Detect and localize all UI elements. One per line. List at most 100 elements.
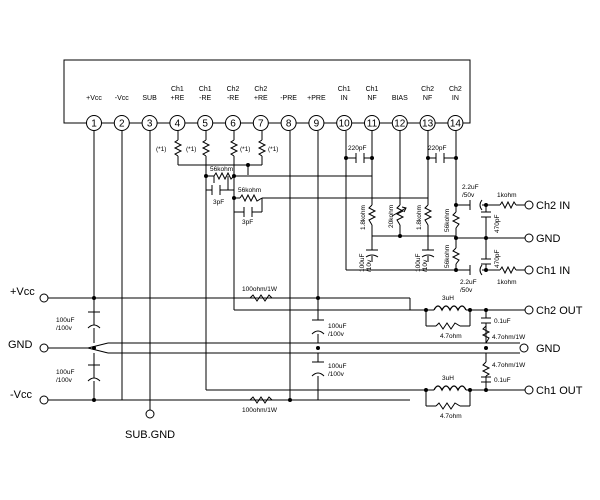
label-c220-a: 220pF (348, 145, 366, 152)
pin-circle (391, 115, 408, 131)
label-star7: (*1) (268, 146, 278, 153)
label-star4: (*1) (156, 146, 166, 153)
label-r18k-a: 1.8kohm (360, 205, 367, 230)
label-r1k-a: 1kohm (497, 192, 517, 199)
label-cps1: 100uF (56, 317, 74, 324)
pin-number: 8 (286, 119, 292, 130)
label-cps3: 100uF (328, 323, 346, 330)
label-c22-a2: /50v (462, 192, 475, 199)
label-c3pf-a: 3pF (213, 199, 224, 206)
label-c220-b: 220pF (428, 145, 446, 152)
label-c100-a: 100uF (359, 254, 366, 272)
pin-label-sub: IN (341, 95, 348, 102)
pin-number: 5 (202, 119, 208, 130)
pin-label: Ch1 (171, 86, 184, 93)
label-l-b: 3uH (442, 375, 454, 382)
label-cps4: 100uF (328, 363, 346, 370)
label-c22-b: 2.2uF (460, 279, 477, 286)
label-c22-a: 2.2uF (462, 184, 479, 191)
label-r1k-b: 1kohm (497, 279, 517, 286)
label-l-a: 3uH (442, 295, 454, 302)
label-c22-b2: /50v (460, 287, 473, 294)
label-c100-b: 100uF (415, 254, 422, 272)
pin-label: +Vcc (86, 95, 102, 102)
label-cps2b: /100v (56, 377, 73, 384)
label-r100-top: 100ohm/1W (242, 286, 278, 293)
components (87, 139, 517, 410)
junction-dots (92, 156, 488, 402)
pin-label: Ch1 (199, 86, 212, 93)
pin-12: 12 BIAS (391, 95, 408, 131)
pin-label-sub: +RE (254, 95, 268, 102)
label-c100-a2: /10v (366, 259, 373, 272)
component-labels: (*1) (*1) (*1) (*1) 56kohm 3pF 56kohm 3p… (56, 145, 526, 420)
label-star5: (*1) (186, 146, 196, 153)
pin-circle (447, 115, 464, 131)
label-r18k-b: 1.8kohm (416, 205, 423, 230)
label-gnd-out: GND (536, 343, 561, 355)
pin-circle (364, 115, 380, 131)
pin-1: 1 +Vcc (86, 95, 102, 131)
label-cps1b: /100v (56, 325, 73, 332)
pin-number: 7 (258, 119, 264, 130)
pin-5: 5 Ch1 -RE (197, 86, 214, 131)
label-vcc-minus: -Vcc (10, 389, 33, 401)
pin-8: 8 -PRE (280, 95, 297, 131)
pin-number: 11 (367, 119, 378, 130)
pin-label: Ch2 (449, 86, 462, 93)
pin-number: 3 (147, 119, 153, 130)
pin-number: 13 (422, 119, 434, 130)
pin-number: 1 (91, 119, 97, 130)
pin-circle (308, 115, 325, 131)
pin-circle (141, 115, 158, 131)
label-l-a-r: 4.7ohm (440, 333, 462, 340)
label-gnd-left: GND (8, 339, 33, 351)
pin-circle (252, 115, 269, 131)
pin-label: -PRE (280, 95, 297, 102)
pin-label-sub: +RE (170, 95, 184, 102)
label-r100-bot: 100ohm/1W (242, 407, 278, 414)
pin-4: 4 Ch1 +RE (169, 86, 186, 131)
label-c470-a: 470pF (494, 215, 501, 233)
label-r56k-c: 56kohm (444, 209, 451, 232)
label-r20k: 20kohm (388, 205, 395, 228)
pin-circle (86, 115, 102, 131)
pin-label-sub: -RE (199, 95, 211, 102)
pin-number: 4 (175, 119, 181, 130)
label-c470-b: 470pF (494, 250, 501, 268)
pin-circle (113, 115, 130, 131)
pin-number: 10 (339, 119, 351, 130)
label-cps4b: /100v (328, 371, 345, 378)
label-r56k-d: 56kohm (444, 245, 451, 268)
label-cps2: 100uF (56, 369, 74, 376)
pin-circle (336, 115, 353, 131)
label-cps3b: /100v (328, 331, 345, 338)
pin-number: 6 (230, 119, 236, 130)
label-c01-b: 0.1uF (494, 377, 511, 384)
label-ch2-out: Ch2 OUT (536, 305, 583, 317)
pin-2: 2-Vcc (113, 95, 130, 131)
label-ch1-in: Ch1 IN (536, 265, 570, 277)
pin-label: BIAS (392, 95, 408, 102)
pin-circle (419, 115, 436, 131)
label-sub-gnd: SUB.GND (125, 429, 175, 441)
terminals (39, 200, 534, 419)
pin-label: Ch1 (338, 86, 351, 93)
pin-9: 9+PRE (307, 95, 326, 131)
label-ch2-in: Ch2 IN (536, 200, 570, 212)
label-r47-a: 4.7ohm/1W (492, 334, 526, 341)
label-r56k-a: 56kohm (210, 166, 233, 173)
pin-number: 14 (450, 119, 462, 130)
label-l-b-r: 4.7ohm (440, 413, 462, 420)
pin-label: Ch1 (366, 86, 379, 93)
pin-number: 9 (314, 119, 320, 130)
pin-number: 12 (394, 119, 406, 130)
